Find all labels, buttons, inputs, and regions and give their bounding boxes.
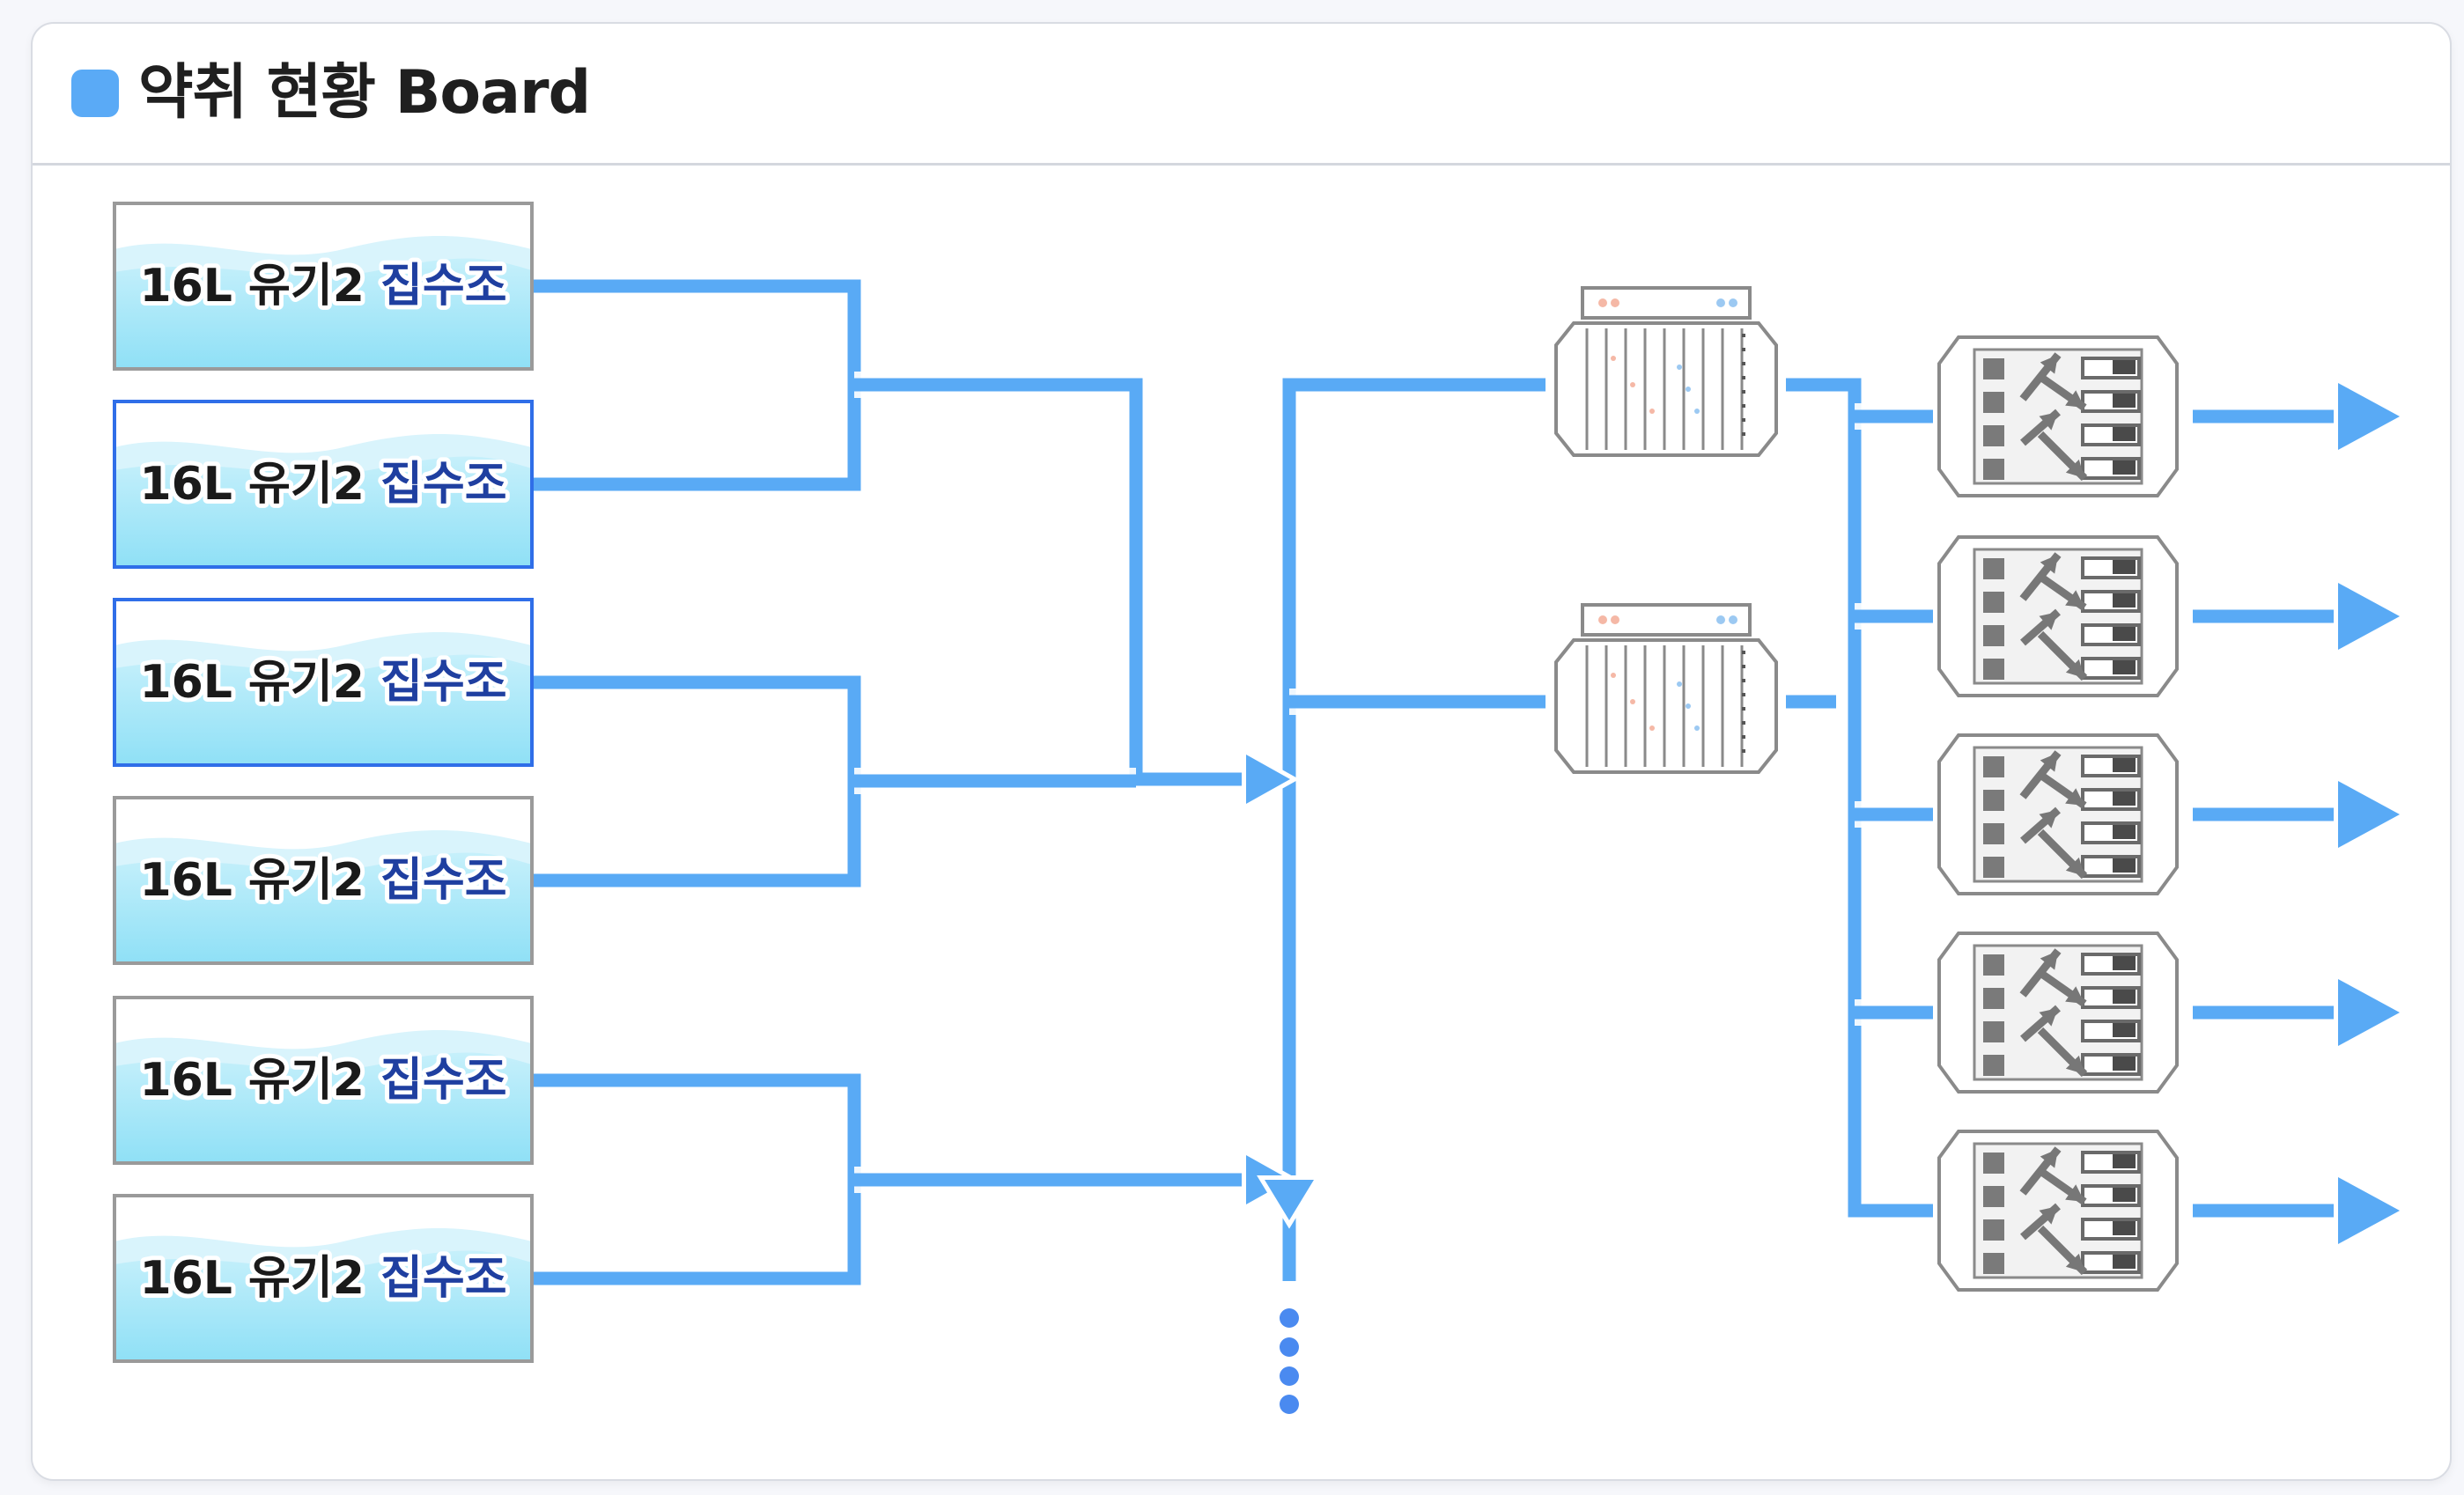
outlet-arrow-icon-3 — [2338, 781, 2400, 848]
pipe-group-1 — [531, 279, 861, 491]
tank-label-main: 16L 유기2 — [139, 260, 380, 313]
tank-water — [114, 1052, 532, 1163]
tank-border — [113, 202, 534, 371]
tank-water — [114, 1250, 532, 1361]
pipe-group-3-halo — [531, 1067, 867, 1292]
tank-label-accent: 집수조 — [380, 1252, 507, 1305]
tank-label-accent: 집수조 — [380, 1054, 507, 1107]
pipe-group-1-trunk-halo — [854, 372, 1250, 792]
pipe-group-2 — [531, 675, 861, 887]
collection-tank-4: 16L 유기2 집수조 — [113, 796, 534, 965]
outlet-arrow-icon-2 — [2338, 583, 2400, 650]
equipment-layer — [1554, 286, 2179, 1292]
tank-border — [113, 796, 534, 965]
tank-label: 16L 유기2 집수조 — [139, 1054, 506, 1107]
scrubber-unit-icon-2 — [1937, 535, 2179, 697]
tank-label-accent: 집수조 — [380, 458, 507, 511]
pipe-group-2-halo — [531, 669, 867, 894]
tank-label: 16L 유기2 집수조 — [139, 656, 506, 709]
tank-label-accent: 집수조 — [380, 260, 507, 313]
collection-tank-1: 16L 유기2 집수조 — [113, 202, 534, 371]
rack-equipment-icon-2 — [1554, 603, 1778, 774]
scrubber-unit-icon-4 — [1937, 932, 2179, 1094]
title-marker-icon — [71, 70, 119, 117]
pipe-right-manifold — [1786, 378, 1933, 1218]
tank-label-main: 16L 유기2 — [139, 854, 380, 907]
collection-tank-2: 16L 유기2 집수조 — [113, 400, 534, 569]
outlet-arrow-icon-4 — [2338, 979, 2400, 1046]
tank-label-accent: 집수조 — [380, 854, 507, 907]
tank-border — [113, 996, 534, 1165]
continuation-dot-4 — [1280, 1395, 1299, 1414]
tank-border — [113, 598, 534, 767]
tank-water — [114, 654, 532, 765]
scrubber-unit-icon-3 — [1937, 733, 2179, 895]
tank-water — [114, 258, 532, 369]
tank-label-main: 16L 유기2 — [139, 1252, 380, 1305]
tank-label-main: 16L 유기2 — [139, 1054, 380, 1107]
tank-label-main: 16L 유기2 — [139, 458, 380, 511]
collection-tank-5: 16L 유기2 집수조 — [113, 996, 534, 1165]
tank-label-accent: 집수조 — [380, 656, 507, 709]
pipe-main-header — [1282, 378, 1546, 1281]
pipe-group-1-halo — [531, 273, 867, 497]
outlet-arrow-icon-1 — [2338, 383, 2400, 450]
scrubber-unit-icon-1 — [1937, 335, 2179, 497]
tank-label: 16L 유기2 집수조 — [139, 458, 506, 511]
board-title: 약취 현황 Board — [138, 58, 591, 128]
continuation-dot-3 — [1280, 1366, 1299, 1386]
continuation-dot-1 — [1280, 1308, 1299, 1328]
board-header: 약취 현황 Board — [33, 24, 2450, 166]
tank-border — [113, 400, 534, 569]
collection-tank-6: 16L 유기2 집수조 — [113, 1194, 534, 1363]
continuation-dot-2 — [1280, 1337, 1299, 1357]
tank-label: 16L 유기2 집수조 — [139, 854, 506, 907]
scrubber-unit-icon-5 — [1937, 1130, 2179, 1292]
pipe-main-header-halo — [1276, 372, 1546, 1281]
pipe-group-3 — [531, 1073, 861, 1285]
header-arrow-icon — [1265, 1180, 1314, 1220]
tank-label-main: 16L 유기2 — [139, 656, 380, 709]
inlet-arrow-icon-1 — [1246, 755, 1290, 804]
tank-border — [113, 1194, 534, 1363]
tank-label: 16L 유기2 집수조 — [139, 260, 506, 313]
tank-label: 16L 유기2 집수조 — [139, 1252, 506, 1305]
pipes-layer — [531, 273, 2409, 1414]
outlet-arrow-icon-5 — [2338, 1177, 2400, 1244]
collection-tank-3: 16L 유기2 집수조 — [113, 598, 534, 767]
tank-water — [114, 456, 532, 567]
rack-equipment-icon-1 — [1554, 286, 1778, 457]
pipe-group-1-trunk — [854, 378, 1250, 786]
tank-water — [114, 852, 532, 963]
